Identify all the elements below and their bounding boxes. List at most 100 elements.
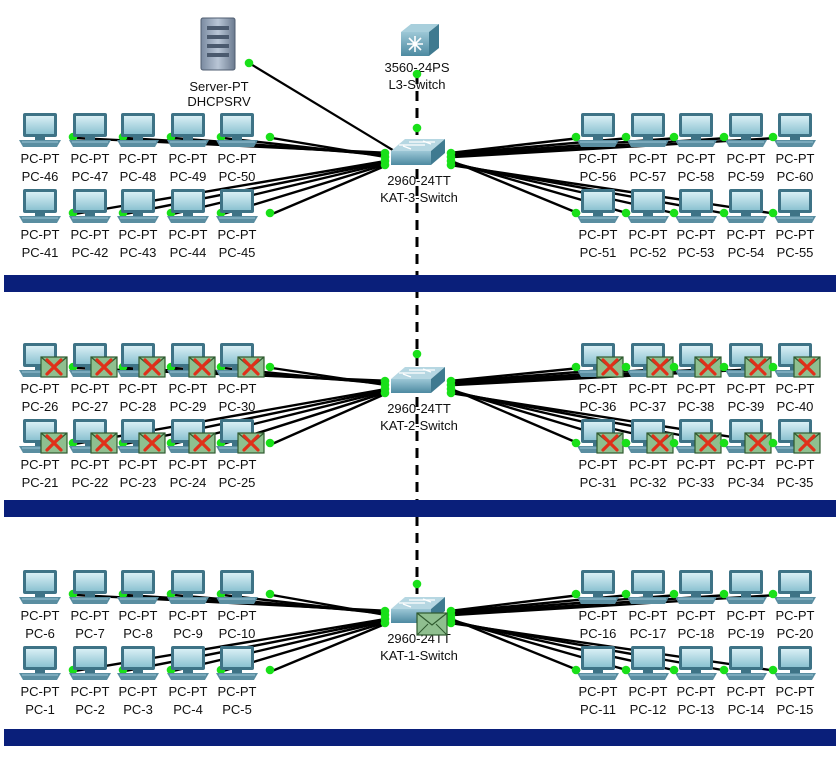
- pc-type-label: PC-PT: [579, 684, 618, 699]
- pc-link-light: [719, 589, 729, 599]
- desktop-pc-icon[interactable]: [166, 188, 210, 224]
- pc-name-label: PC-42: [72, 245, 109, 260]
- pc-type-label: PC-PT: [21, 151, 60, 166]
- pc-type-label: PC-PT: [629, 684, 668, 699]
- failed-pdu-envelope-icon: [39, 431, 69, 455]
- pc-type-label: PC-PT: [579, 151, 618, 166]
- pc-link-light: [571, 665, 581, 675]
- failed-pdu-envelope-icon: [595, 431, 625, 455]
- desktop-pc-icon[interactable]: [116, 112, 160, 148]
- desktop-pc-icon[interactable]: [18, 112, 62, 148]
- pc-link-light: [571, 132, 581, 142]
- pc-graphic: [18, 112, 62, 148]
- pc-name-label: PC-11: [580, 702, 616, 717]
- pc-name-label: PC-30: [219, 399, 256, 414]
- failed-pdu-envelope-icon: [792, 355, 822, 379]
- pc-type-label: PC-PT: [218, 227, 257, 242]
- switch-port-light: [380, 160, 390, 170]
- desktop-pc-icon[interactable]: [215, 645, 259, 681]
- desktop-pc-icon[interactable]: [18, 645, 62, 681]
- l3-side-face: [429, 24, 439, 56]
- server-tower-icon[interactable]: [200, 17, 236, 71]
- desktop-pc-icon[interactable]: [68, 645, 112, 681]
- l3-type-label: 3560-24PS: [384, 60, 449, 75]
- desktop-pc-icon[interactable]: [68, 188, 112, 224]
- desktop-pc-icon[interactable]: [116, 188, 160, 224]
- switch-icon[interactable]: [390, 366, 446, 394]
- pc-name-label: PC-53: [678, 245, 715, 260]
- desktop-pc-icon[interactable]: [674, 645, 718, 681]
- desktop-pc-icon[interactable]: [674, 569, 718, 605]
- desktop-pc-icon[interactable]: [674, 188, 718, 224]
- pc-name-label: PC-14: [728, 702, 765, 717]
- pc-cable: [450, 159, 581, 216]
- pc-name-label: PC-33: [678, 475, 715, 490]
- pc-graphic: [724, 112, 768, 148]
- pc-graphic: [576, 188, 620, 224]
- desktop-pc-icon[interactable]: [724, 188, 768, 224]
- pc-cable: [450, 387, 581, 446]
- desktop-pc-icon[interactable]: [773, 112, 817, 148]
- desktop-pc-icon[interactable]: [626, 645, 670, 681]
- multilayer-switch-icon[interactable]: [401, 24, 439, 56]
- desktop-pc-icon[interactable]: [576, 569, 620, 605]
- switch-type-label: 2960-24TT: [387, 401, 451, 416]
- pc-name-label: PC-37: [630, 399, 667, 414]
- desktop-pc-icon[interactable]: [18, 188, 62, 224]
- desktop-pc-icon[interactable]: [576, 645, 620, 681]
- pc-graphic: [68, 188, 112, 224]
- desktop-pc-icon[interactable]: [215, 112, 259, 148]
- failed-pdu-envelope-icon: [89, 431, 119, 455]
- desktop-pc-icon[interactable]: [773, 569, 817, 605]
- pc-graphic: [166, 569, 210, 605]
- pc-name-label: PC-20: [777, 626, 814, 641]
- pc-cable: [124, 618, 388, 673]
- switch-icon[interactable]: [390, 138, 446, 166]
- pc-type-label: PC-PT: [169, 684, 208, 699]
- desktop-pc-icon[interactable]: [576, 112, 620, 148]
- desktop-pc-icon[interactable]: [626, 569, 670, 605]
- pc-link-light: [768, 362, 778, 372]
- pc-type-label: PC-PT: [677, 227, 716, 242]
- desktop-pc-icon[interactable]: [215, 188, 259, 224]
- pc-graphic: [626, 112, 670, 148]
- desktop-pc-icon[interactable]: [626, 112, 670, 148]
- pc-link-light: [265, 665, 275, 675]
- pc-type-label: PC-PT: [71, 227, 110, 242]
- desktop-pc-icon[interactable]: [576, 188, 620, 224]
- pc-name-label: PC-39: [728, 399, 765, 414]
- pc-link-light: [719, 362, 729, 372]
- desktop-pc-icon[interactable]: [166, 112, 210, 148]
- desktop-pc-icon[interactable]: [724, 569, 768, 605]
- desktop-pc-icon[interactable]: [724, 645, 768, 681]
- desktop-pc-icon[interactable]: [674, 112, 718, 148]
- trunk-light: [412, 69, 422, 79]
- desktop-pc-icon[interactable]: [116, 645, 160, 681]
- desktop-pc-icon[interactable]: [773, 645, 817, 681]
- pc-type-label: PC-PT: [677, 151, 716, 166]
- desktop-pc-icon[interactable]: [773, 188, 817, 224]
- desktop-pc-icon[interactable]: [215, 569, 259, 605]
- pc-name-label: PC-38: [678, 399, 715, 414]
- pc-cable: [124, 160, 388, 216]
- pc-name-label: PC-5: [222, 702, 252, 717]
- pc-name-label: PC-60: [777, 169, 814, 184]
- desktop-pc-icon[interactable]: [68, 569, 112, 605]
- pc-type-label: PC-PT: [169, 457, 208, 472]
- pc-type-label: PC-PT: [629, 151, 668, 166]
- pc-cable: [450, 136, 778, 159]
- desktop-pc-icon[interactable]: [626, 188, 670, 224]
- desktop-pc-icon[interactable]: [724, 112, 768, 148]
- pc-type-label: PC-PT: [579, 457, 618, 472]
- pc-type-label: PC-PT: [21, 457, 60, 472]
- desktop-pc-icon[interactable]: [166, 645, 210, 681]
- pc-graphic: [626, 188, 670, 224]
- desktop-pc-icon[interactable]: [68, 112, 112, 148]
- pc-graphic: [674, 188, 718, 224]
- desktop-pc-icon[interactable]: [116, 569, 160, 605]
- pc-cable: [450, 392, 778, 446]
- pc-name-label: PC-16: [580, 626, 617, 641]
- desktop-pc-icon[interactable]: [18, 569, 62, 605]
- l3-arrows: [407, 36, 423, 52]
- desktop-pc-icon[interactable]: [166, 569, 210, 605]
